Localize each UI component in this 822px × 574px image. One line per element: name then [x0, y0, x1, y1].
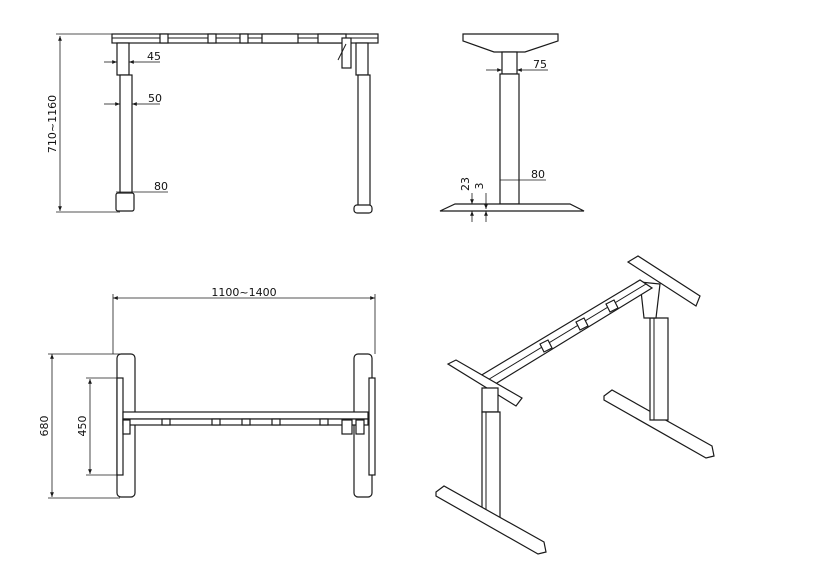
top-bracket: [462, 33, 559, 53]
dim-width-text: 1100~1400: [211, 286, 276, 299]
base-foot: [439, 203, 585, 212]
beam-bracket: [605, 299, 619, 313]
left-lower-tube: [119, 74, 133, 194]
beam-bracket: [207, 33, 217, 44]
front-foot: [435, 485, 547, 555]
motor-link: [337, 43, 347, 61]
back-top-bracket: [626, 255, 701, 307]
beam-bracket: [539, 339, 553, 353]
motor: [341, 37, 352, 69]
beam-bracket: [239, 33, 249, 44]
upper-tube: [501, 51, 518, 75]
dim-upper-tube-text: 45: [147, 50, 161, 63]
isometric-view: [435, 255, 715, 555]
dim-depth-text: 680: [38, 416, 51, 437]
beam-bracket: [261, 33, 299, 44]
dim-height-text: 710~1160: [46, 95, 59, 153]
lower-tube: [499, 73, 520, 205]
front-leg-lower: [481, 411, 501, 521]
right-lower-tube: [357, 74, 371, 208]
beam-line: [485, 283, 647, 382]
dim-upper-tube-text: 75: [533, 58, 547, 71]
cross-bracket: [271, 418, 281, 426]
back-foot: [603, 389, 715, 459]
front-leg-upper: [481, 387, 499, 413]
left-upper-tube: [116, 42, 130, 76]
dim-foot-height-text: 23: [459, 177, 472, 191]
cross-bracket: [161, 418, 171, 426]
right-upper-tube: [355, 42, 369, 76]
dim-foot-text: 80: [154, 180, 168, 193]
beam-bracket: [575, 317, 589, 331]
beam-bracket: [159, 33, 169, 44]
dim-pad-height-text: 3: [473, 183, 486, 190]
left-bracket: [116, 377, 124, 476]
top-view: 1100~1400 680 450: [38, 286, 376, 499]
side-view: 75 80 23 3: [439, 33, 585, 222]
back-leg: [649, 317, 669, 421]
motor-block: [355, 419, 365, 435]
control-box: [122, 419, 131, 435]
dim-lower-tube-text: 50: [148, 92, 162, 105]
left-foot: [115, 192, 135, 212]
cross-bracket: [211, 418, 221, 426]
right-bracket: [368, 377, 376, 476]
cross-bracket: [319, 418, 329, 426]
dim-inner-text: 450: [76, 416, 89, 437]
crossbeam: [122, 411, 369, 420]
motor: [341, 419, 353, 435]
front-view: 710~1160 45 50 80: [46, 33, 379, 214]
dim-lower-tube-text: 80: [531, 168, 545, 181]
right-foot: [353, 204, 373, 214]
cross-bracket: [241, 418, 251, 426]
